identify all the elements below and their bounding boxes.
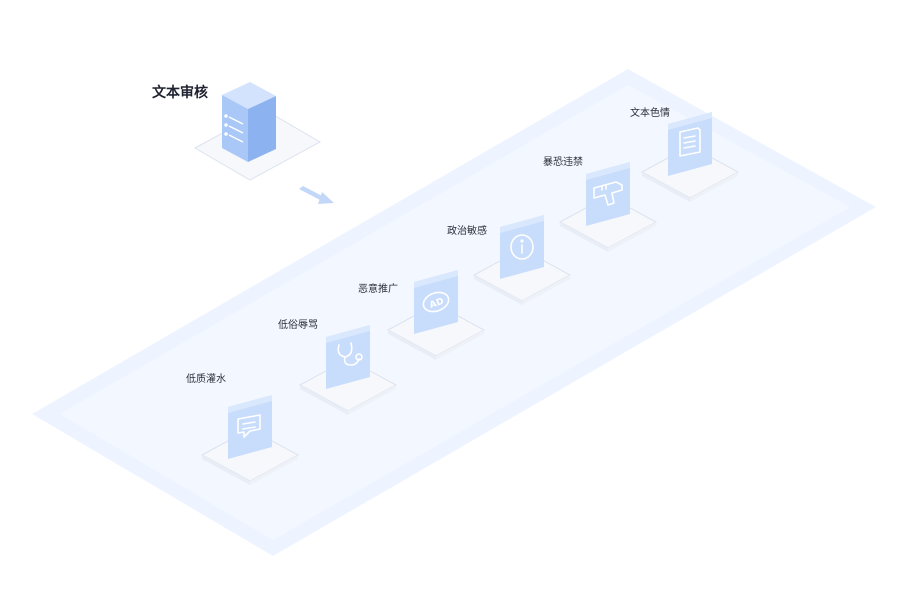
node-panel-highlight: [668, 112, 712, 130]
node-base-edge: [202, 455, 250, 485]
svg-text:AD: AD: [428, 297, 445, 311]
server-node: [193, 82, 322, 181]
node-panel-highlight: [326, 325, 370, 343]
info-icon: [510, 234, 534, 260]
node-base-edge: [300, 385, 348, 415]
node-base-edge: [474, 275, 522, 305]
server-side: [248, 96, 276, 162]
comment-icon: [237, 414, 261, 438]
category-label: 恶意推广: [358, 284, 398, 295]
category-node: [298, 325, 398, 415]
category-node: [472, 215, 572, 305]
flow-arrow: [299, 186, 334, 204]
stethoscope-icon: [337, 342, 363, 366]
category-node: [558, 162, 658, 252]
node-base-edge: [250, 455, 298, 485]
node-panel-highlight: [228, 395, 272, 413]
node-base-edge: [560, 222, 608, 252]
category-nodes: AD: [200, 112, 740, 485]
node-panel: [414, 270, 458, 334]
category-label: 低质灌水: [186, 374, 226, 385]
node-panel: [228, 395, 272, 459]
node-base-edge: [522, 275, 570, 305]
category-node: [640, 112, 740, 202]
node-base-edge: [348, 385, 396, 415]
node-panel-highlight: [500, 215, 544, 233]
ad-icon: AD: [422, 291, 450, 313]
diagram-title: 文本审核: [152, 85, 208, 101]
node-base-edge: [388, 330, 436, 360]
category-node: [200, 395, 300, 485]
node-base-edge: [436, 330, 484, 360]
node-panel: [586, 162, 630, 226]
document-icon: [679, 127, 701, 157]
category-label: 政治敏感: [447, 226, 487, 237]
server-top: [222, 82, 276, 109]
node-panel: [668, 112, 712, 176]
category-label: 暴恐违禁: [543, 157, 583, 168]
category-label: 文本色情: [630, 108, 670, 119]
category-label: 低俗辱骂: [278, 320, 318, 331]
node-panel-highlight: [414, 270, 458, 288]
node-base-edge: [642, 172, 690, 202]
server-list-icon: [224, 114, 244, 143]
category-node: AD: [386, 270, 486, 360]
node-panel-highlight: [586, 162, 630, 180]
node-panel: [326, 325, 370, 389]
gun-icon: [593, 181, 623, 206]
node-base-edge: [690, 172, 738, 202]
node-base-edge: [608, 222, 656, 252]
